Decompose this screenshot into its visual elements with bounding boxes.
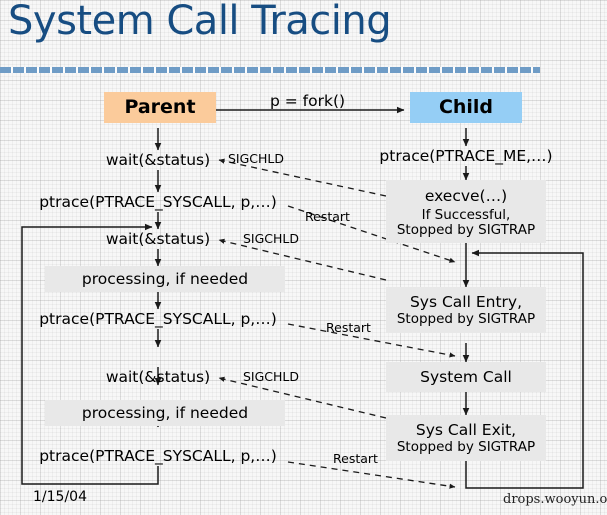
node-system-call-label: System Call [420,367,512,386]
node-wait3-label: wait(&status) [105,367,211,386]
node-system-call: System Call [386,362,546,392]
edge-restart-1 [287,205,456,263]
node-processing1-label: processing, if needed [81,269,249,288]
node-wait3: wait(&status) [98,367,218,387]
node-child-label: Child [438,95,494,118]
node-processing2: processing, if needed [45,400,285,426]
node-ptrace-me: ptrace(PTRACE_ME,…) [376,146,556,167]
node-parent-header: Parent [104,92,216,123]
node-syscall-entry: Sys Call Entry, Stopped by SIGTRAP [386,287,546,333]
node-syscall-exit-sub: Stopped by SIGTRAP [396,439,536,456]
node-ptrace1: ptrace(PTRACE_SYSCALL, p,…) [30,192,286,213]
edge-label-sigchld-3: SIGCHLD [243,369,300,384]
dashed-edges [218,158,456,489]
date-stamp: 1/15/04 [33,489,87,505]
title-divider [0,67,540,73]
node-syscall-entry-label: Sys Call Entry, [409,292,523,311]
node-ptrace3-label: ptrace(PTRACE_SYSCALL, p,…) [39,447,277,466]
edge-sigchld-3 [218,376,387,419]
edge-label-sigchld-2: SIGCHLD [243,231,300,246]
edge-child-loop [465,249,584,489]
node-wait2-label: wait(&status) [105,229,211,248]
edge-parent-loop [21,223,159,485]
node-parent-label: Parent [124,95,196,118]
edge-label-sigchld-1: SIGCHLD [228,151,285,166]
node-ptrace1-label: ptrace(PTRACE_SYSCALL, p,…) [39,193,277,212]
node-execve-label: execve(…) [424,187,508,206]
node-execve: execve(…) If Successful, Stopped by SIGT… [386,180,546,243]
page-title: System Call Tracing [8,0,392,44]
edge-label-restart-3: Restart [333,451,378,466]
node-processing1: processing, if needed [45,266,285,292]
edge-label-restart-1: Restart [305,209,350,224]
edge-label-restart-2: Restart [326,320,371,335]
node-execve-sub1: If Successful, [421,207,511,224]
node-wait1: wait(&status) [98,150,218,170]
node-ptrace-me-label: ptrace(PTRACE_ME,…) [379,147,553,166]
node-child-header: Child [410,92,522,123]
node-syscall-exit: Sys Call Exit, Stopped by SIGTRAP [386,415,546,461]
solid-edges [21,106,584,489]
node-ptrace2-label: ptrace(PTRACE_SYSCALL, p,…) [39,310,277,329]
node-wait2: wait(&status) [98,229,218,249]
node-ptrace2: ptrace(PTRACE_SYSCALL, p,…) [30,309,286,330]
node-processing2-label: processing, if needed [81,403,249,422]
watermark: drops.wooyun.org [503,492,607,507]
edge-sigchld-2 [218,238,387,281]
node-ptrace3: ptrace(PTRACE_SYSCALL, p,…) [30,446,286,467]
edge-label-fork: p = fork() [270,92,346,110]
node-syscall-exit-label: Sys Call Exit, [415,420,517,439]
node-execve-sub2: Stopped by SIGTRAP [396,221,536,238]
node-syscall-entry-sub: Stopped by SIGTRAP [396,311,536,328]
node-wait1-label: wait(&status) [105,150,211,169]
